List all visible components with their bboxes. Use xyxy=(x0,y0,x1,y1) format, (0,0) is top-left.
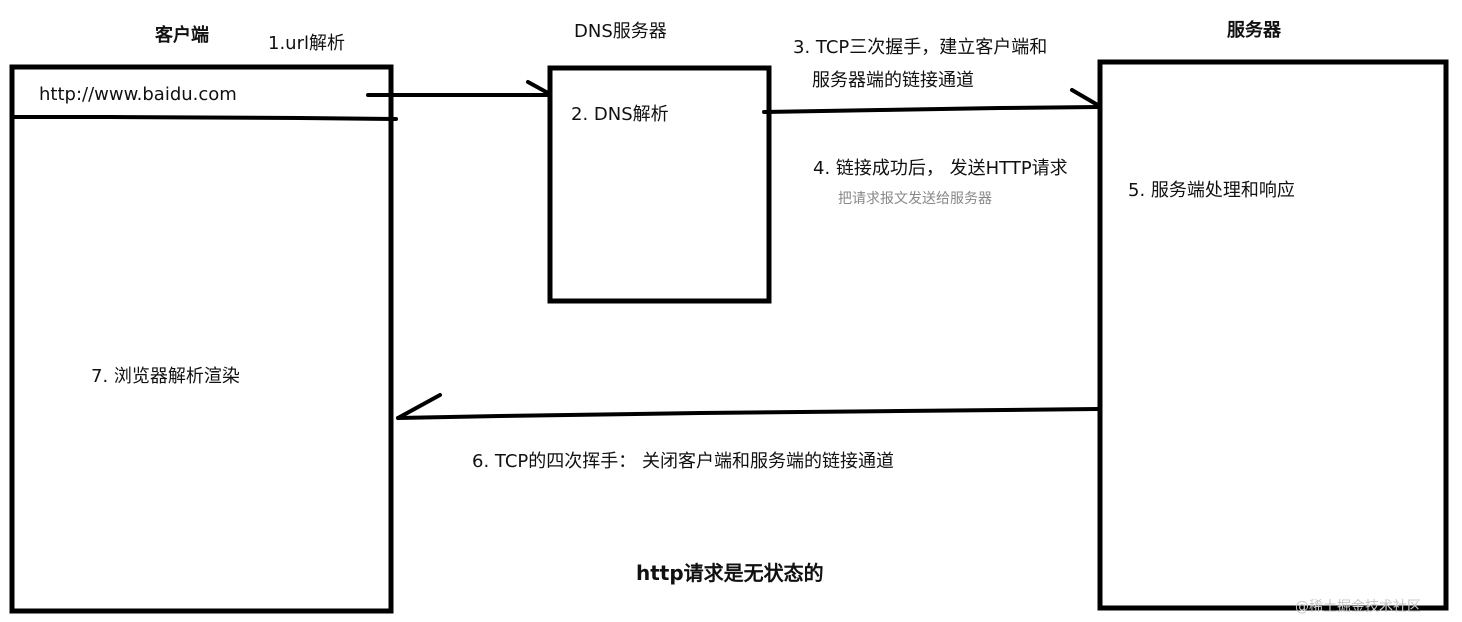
client-title: 客户端 xyxy=(155,25,209,46)
url-bar-divider xyxy=(10,115,398,121)
step1-label: 1.url解析 xyxy=(268,33,345,54)
step2-label: 2. DNS解析 xyxy=(571,104,669,125)
arrow-dns-to-server xyxy=(762,88,1100,114)
client-box xyxy=(9,64,394,614)
url-text: http://www.baidu.com xyxy=(39,84,237,105)
step6-label: 6. TCP的四次挥手： 关闭客户端和服务端的链接通道 xyxy=(472,451,894,472)
step4-label: 4. 链接成功后， 发送HTTP请求 xyxy=(813,158,1068,179)
dns-box xyxy=(547,65,772,304)
stateless-note: http请求是无状态的 xyxy=(636,561,824,585)
arrow-server-to-client xyxy=(396,393,1100,420)
step5-label: 5. 服务端处理和响应 xyxy=(1128,180,1295,201)
step7-label: 7. 浏览器解析渲染 xyxy=(91,366,240,387)
server-box xyxy=(1097,59,1449,611)
arrow-client-to-dns xyxy=(366,80,550,97)
server-title: 服务器 xyxy=(1227,20,1281,41)
step4-sublabel: 把请求报文发送给服务器 xyxy=(838,191,992,207)
dns-title: DNS服务器 xyxy=(574,21,667,42)
watermark: @稀土掘金技术社区 xyxy=(1295,599,1421,615)
step3-label-line1: 3. TCP三次握手，建立客户端和 xyxy=(793,37,1048,58)
step3-label-line2: 服务器端的链接通道 xyxy=(812,70,974,91)
